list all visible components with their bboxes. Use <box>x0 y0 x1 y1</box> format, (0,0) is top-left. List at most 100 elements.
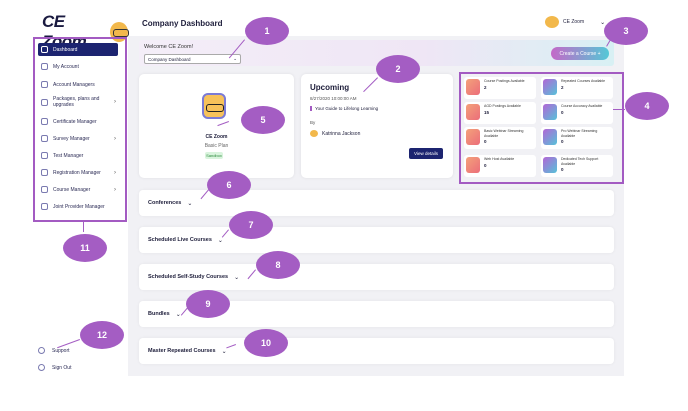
dashboard-select-value: Company Dashboard <box>148 56 191 62</box>
company-avatar <box>202 93 226 119</box>
callout-4: 4 <box>625 92 669 120</box>
sidebar-item-label: Account Managers <box>53 81 95 88</box>
sign-out-icon <box>38 364 45 371</box>
plan-company-name: CE Zoom <box>205 134 228 140</box>
chevron-down-icon: ⌄ <box>217 237 223 244</box>
chevron-down-icon: ⌄ <box>234 274 240 281</box>
page-title: Company Dashboard <box>142 19 223 28</box>
sidebar-item-label: Certificate Manager <box>53 118 97 125</box>
section-conferences[interactable]: Conferences ⌄ <box>139 190 614 216</box>
sidebar-item-label: Dashboard <box>53 46 78 53</box>
chevron-down-icon: ⌄ <box>187 200 193 207</box>
dashboard-select[interactable]: Company Dashboard ⌄ <box>144 54 241 64</box>
stat-icon <box>466 157 480 173</box>
package-icon <box>41 98 48 106</box>
sidebar: CE Zoom <box>0 0 129 411</box>
stat-icon <box>543 79 557 95</box>
section-scheduled-self-study-courses[interactable]: Scheduled Self-Study Courses⌄ <box>139 264 614 290</box>
stat-value: 2 <box>561 84 564 90</box>
stat-icon <box>543 129 557 145</box>
sidebar-item-label: Test Manager <box>53 152 84 159</box>
sidebar-item-survey-manager[interactable]: Survey Manager › <box>38 132 118 145</box>
sidebar-item-course-manager[interactable]: Course Manager › <box>38 183 118 196</box>
callout-10: 10 <box>244 329 288 357</box>
sidebar-item-label: Survey Manager <box>53 135 90 142</box>
sidebar-item-label: Course Manager <box>53 186 91 193</box>
chevron-down-icon: ⌄ <box>175 311 181 318</box>
avatar <box>545 16 559 28</box>
sidebar-item-dashboard[interactable]: Dashboard <box>38 43 118 56</box>
chevron-down-icon: ⌄ <box>233 56 237 61</box>
upcoming-course-title: Your Guide to Lifelong Learning <box>310 106 378 111</box>
help-icon <box>38 347 45 354</box>
sidebar-item-label: Registration Manager <box>53 169 101 176</box>
partner-icon <box>41 203 48 210</box>
stat-label: Dedicated Tech Support Available <box>561 157 599 166</box>
stat-value: 0 <box>561 167 564 172</box>
section-scheduled-live-courses[interactable]: Scheduled Live Courses ⌄ <box>139 227 614 253</box>
callout-12: 12 <box>80 321 124 349</box>
sidebar-nav-highlight <box>33 37 127 222</box>
status-badge: Sandbox <box>205 152 223 159</box>
chevron-down-icon: ⌄ <box>600 19 606 26</box>
sidebar-item-test-manager[interactable]: Test Manager <box>38 149 118 162</box>
section-title: Conferences <box>148 200 182 206</box>
stat-label: Course Postings Available <box>484 79 525 83</box>
stat-icon <box>466 129 480 145</box>
sidebar-item-registration-manager[interactable]: Registration Manager › <box>38 166 118 179</box>
create-course-button[interactable]: Create a Course + <box>551 47 609 60</box>
callout-3: 3 <box>604 17 648 45</box>
sidebar-item-support[interactable]: Support <box>38 347 70 354</box>
sidebar-item-my-account[interactable]: My Account <box>38 60 118 73</box>
section-title: Scheduled Live Courses <box>148 237 212 243</box>
survey-icon <box>41 135 48 142</box>
stat-label: Pro Webinar Streaming Available <box>561 129 598 138</box>
section-master-repeated-courses[interactable]: Master Repeated Courses ⌄ <box>139 338 614 364</box>
stat-icon <box>466 79 480 95</box>
sidebar-item-sign-out[interactable]: Sign Out <box>38 364 71 371</box>
stat-icon <box>543 104 557 120</box>
user-name: CE Zoom <box>563 19 585 25</box>
stat-label: Course Accuracy Available <box>561 104 603 108</box>
sidebar-item-label: Joint Provider Manager <box>53 203 105 210</box>
chevron-right-icon: › <box>114 186 116 193</box>
sidebar-item-joint-provider-manager[interactable]: Joint Provider Manager <box>38 200 118 213</box>
upcoming-card <box>301 74 453 178</box>
section-title: Master Repeated Courses <box>148 348 216 354</box>
callout-line-11 <box>83 222 84 232</box>
home-icon <box>41 46 48 53</box>
stat-label: Repeated Courses Available <box>561 79 606 83</box>
stat-value: 0 <box>484 139 487 144</box>
section-title: Bundles <box>148 311 170 317</box>
stat-value: 0 <box>561 109 564 115</box>
callout-5: 5 <box>241 106 285 134</box>
callout-8: 8 <box>256 251 300 279</box>
upcoming-host: Katrinna Jackson <box>310 130 360 137</box>
test-icon <box>41 152 48 159</box>
stat-icon <box>466 104 480 120</box>
chevron-right-icon: › <box>114 99 116 105</box>
sidebar-item-packages[interactable]: Packages, plans and upgrades › <box>38 94 118 110</box>
chevron-down-icon: ⌄ <box>221 348 227 355</box>
callout-1: 1 <box>245 17 289 45</box>
callout-line-4 <box>613 109 625 110</box>
user-menu[interactable]: CE Zoom ⌄ <box>545 16 605 28</box>
sidebar-item-account-managers[interactable]: Account Managers <box>38 78 118 91</box>
stat-value: 2 <box>484 84 487 90</box>
callout-9: 9 <box>186 290 230 318</box>
sidebar-item-certificate-manager[interactable]: Certificate Manager <box>38 115 118 128</box>
user-icon <box>41 63 48 70</box>
welcome-text: Welcome CE Zoom! <box>144 44 194 50</box>
stat-value: 0 <box>561 139 564 144</box>
view-details-button[interactable]: View details <box>409 148 443 159</box>
callout-2: 2 <box>376 55 420 83</box>
sidebar-item-label: Support <box>52 347 70 354</box>
